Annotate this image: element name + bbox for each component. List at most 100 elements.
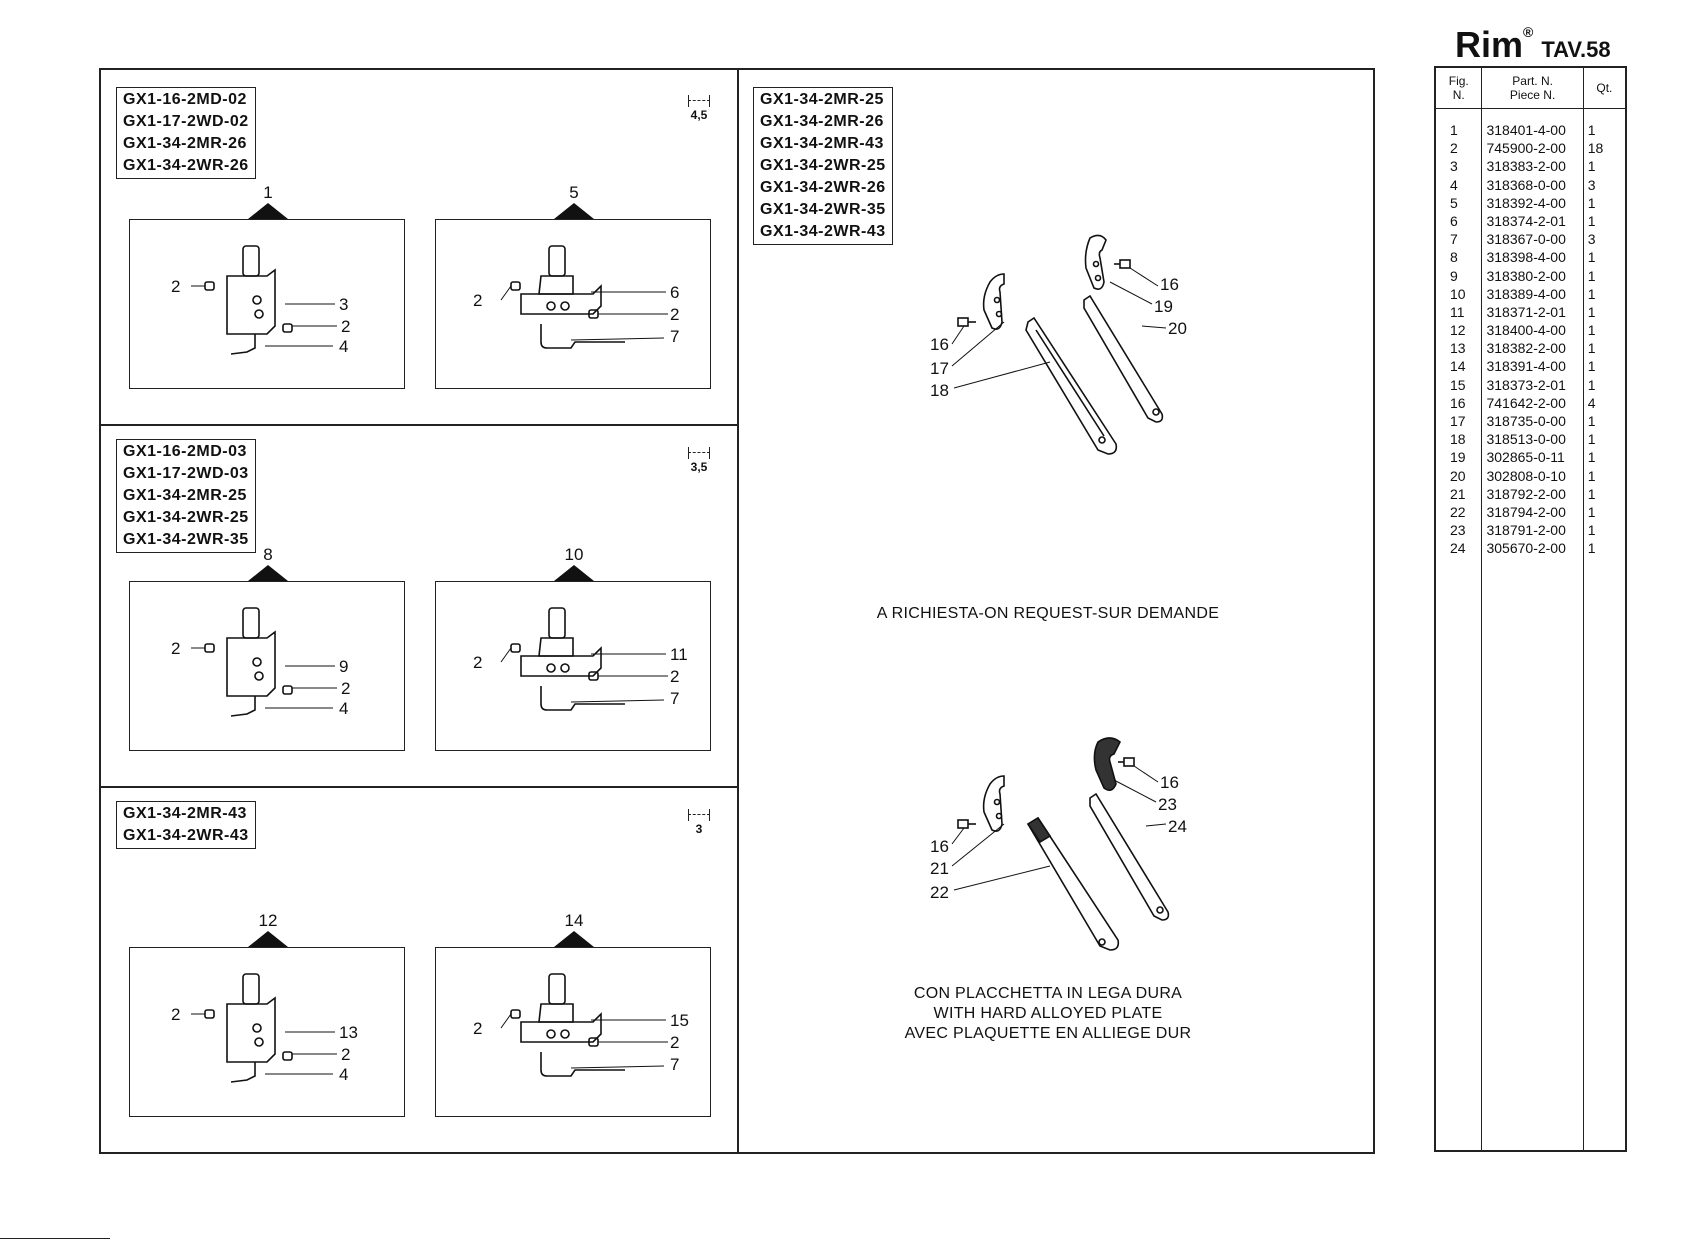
fig-cell: 6 (1435, 211, 1483, 231)
part-cell: 318792-2-00 (1481, 484, 1584, 503)
part-cell: 318380-2-00 (1481, 266, 1584, 285)
note-line-en: WITH HARD ALLOYED PLATE (933, 1005, 1163, 1022)
figure-number: 5 (569, 183, 579, 202)
part-cell: 318513-0-00 (1481, 430, 1584, 449)
callout-label: 7 (670, 327, 679, 346)
callout-label: 2 (171, 1005, 180, 1024)
fig-cell: 13 (1435, 339, 1483, 358)
brand-name: Rim (1455, 24, 1524, 65)
fig-cell: 3 (1435, 157, 1483, 176)
registered-mark: ® (1523, 24, 1534, 40)
qty-cell: 1 (1587, 522, 1596, 539)
callout-label: 2 (171, 639, 180, 658)
parts-table-header: Fig.N. Part. N.Piece N. Qt. (1435, 67, 1626, 109)
fig-cell: 23 (1435, 521, 1483, 540)
callout-label: 2 (341, 1045, 350, 1064)
callout-label: 18 (930, 381, 949, 400)
callout-label: 2 (670, 1033, 679, 1052)
callout-label: 2 (171, 277, 180, 296)
callout-label: 6 (670, 283, 679, 302)
callout-label: 2 (473, 653, 482, 672)
fig-cell: 20 (1435, 466, 1483, 485)
model-code: GX1-34-2WR-43 (123, 827, 249, 844)
fig-cell: 9 (1435, 266, 1483, 285)
callout-label: 4 (339, 1065, 348, 1084)
callout-label: 21 (930, 859, 949, 878)
callout-label: 9 (339, 657, 348, 676)
model-code: GX1-34-2WR-26 (760, 179, 886, 196)
qty-cell: 1 (1587, 285, 1596, 302)
gauge-2: 3,5 (679, 446, 719, 474)
callout-label: 16 (930, 837, 949, 856)
callout-label: 2 (473, 1019, 482, 1038)
footer-line (0, 1238, 110, 1239)
pointer-triangle-icon (554, 203, 594, 219)
qty-cell: 1 (1587, 467, 1596, 484)
pointer-triangle-icon (248, 931, 288, 947)
callout-label: 7 (670, 689, 679, 708)
qty-cell: 1 (1587, 194, 1596, 211)
fig-cell: 22 (1435, 502, 1483, 522)
part-cell: 318367-0-00 (1481, 230, 1584, 249)
part-cell: 318382-2-00 (1481, 339, 1584, 358)
figure-number: 10 (564, 545, 584, 564)
callout-label: 16 (930, 335, 949, 354)
qty-cell: 1 (1587, 503, 1596, 520)
figure-number: 14 (564, 911, 584, 930)
qty-cell: 1 (1587, 376, 1596, 393)
fig-cell: 21 (1435, 484, 1483, 503)
fig-cell: 5 (1435, 193, 1483, 212)
fig-cell: 7 (1435, 230, 1483, 249)
qty-cell: 1 (1587, 540, 1596, 557)
callout-label: 4 (339, 337, 348, 356)
callout-label: 13 (339, 1023, 358, 1042)
gauge-value: 4,5 (690, 108, 708, 122)
gauge-3: 3 (679, 808, 719, 836)
model-code: GX1-34-2WR-26 (123, 157, 249, 174)
header-part: Part. N.Piece N. (1481, 67, 1584, 109)
gauge-icon (679, 446, 719, 460)
on-request-note: A RICHIESTA-ON REQUEST-SUR DEMANDE (876, 605, 1220, 622)
callout-label: 23 (1158, 795, 1177, 814)
callout-label: 15 (670, 1011, 689, 1030)
figure-number: 12 (258, 911, 278, 930)
callout-label: 2 (341, 317, 350, 336)
part-cell: 318371-2-01 (1481, 302, 1584, 322)
brand-header: Rim®TAV.58 (1455, 24, 1611, 66)
model-code: GX1-34-2MR-26 (760, 113, 884, 130)
callout-label: 16 (1160, 275, 1179, 294)
pointer-triangle-icon (248, 203, 288, 219)
model-code: GX1-34-2WR-35 (760, 201, 886, 218)
callout-label: 2 (670, 667, 679, 686)
callout-label: 2 (341, 679, 350, 698)
figure-number: 8 (263, 545, 273, 564)
fig-cell: 4 (1435, 175, 1483, 194)
part-cell: 318374-2-01 (1481, 211, 1584, 231)
fig-cell: 8 (1435, 248, 1483, 267)
model-code: GX1-34-2WR-25 (123, 509, 249, 526)
header-qty: Qt. (1583, 67, 1626, 109)
callout-label: 3 (339, 295, 348, 314)
qty-cell: 1 (1587, 449, 1596, 466)
callout-label: 17 (930, 359, 949, 378)
